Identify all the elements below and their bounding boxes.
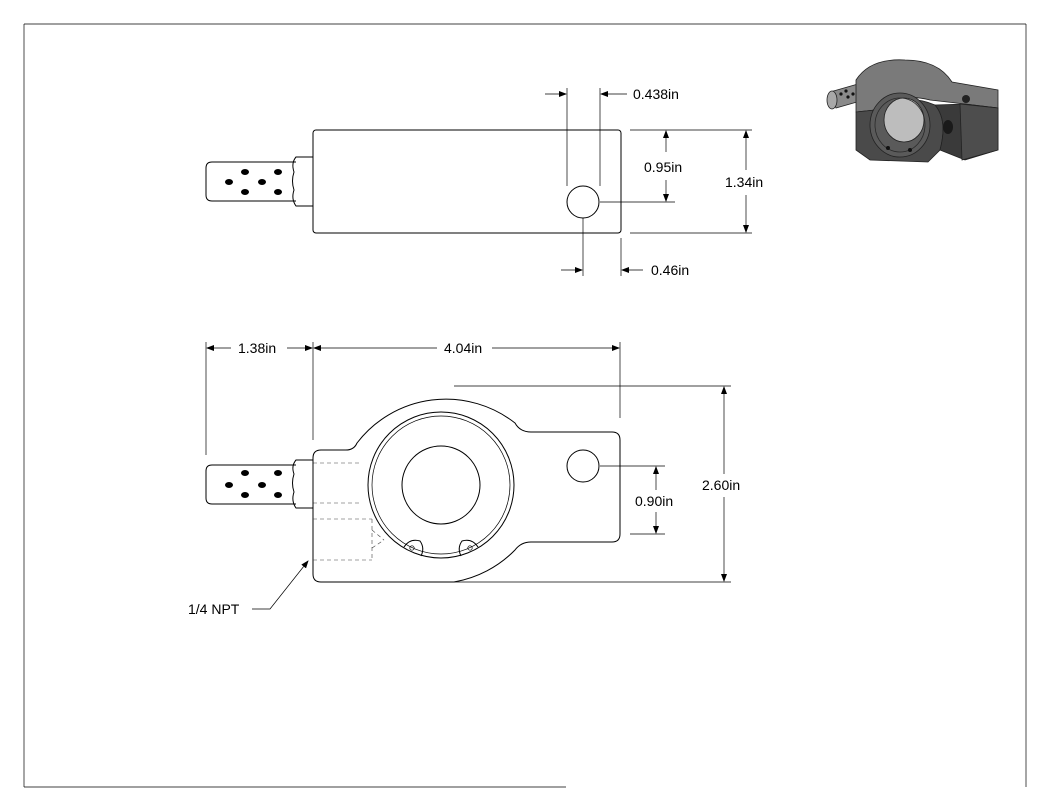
front-bore-outer xyxy=(367,411,515,559)
front-fitting xyxy=(205,464,296,505)
top-fitting-holes xyxy=(225,169,282,195)
dim-label-046: 0.46in xyxy=(651,262,689,278)
dim-label-095: 0.95in xyxy=(644,159,682,175)
dim-label-260: 2.60in xyxy=(702,477,740,493)
front-bore-center xyxy=(401,445,481,525)
dim-404: 4.04in xyxy=(313,340,621,418)
dim-046: 0.46in xyxy=(561,218,689,278)
top-body-outline xyxy=(312,129,622,234)
dim-0438: 0.438in xyxy=(545,86,679,186)
npt-callout-label: 1/4 NPT xyxy=(188,601,240,617)
hidden-port-lines xyxy=(313,462,385,561)
top-hex-nut xyxy=(292,156,314,207)
dim-label-134: 1.34in xyxy=(725,174,763,190)
npt-callout: 1/4 NPT xyxy=(188,560,309,617)
dim-label-090: 0.90in xyxy=(635,493,673,509)
top-mounting-hole xyxy=(566,185,600,219)
front-hex-nut xyxy=(292,459,314,509)
isometric-part-view xyxy=(826,59,999,163)
sheet-border xyxy=(23,23,1027,788)
front-bore-inner xyxy=(371,415,511,555)
retaining-ring-ears xyxy=(403,539,479,557)
dim-090: 0.90in xyxy=(600,465,673,535)
front-body-outline xyxy=(312,398,621,583)
front-mounting-hole xyxy=(566,449,600,483)
dim-label-404: 4.04in xyxy=(444,340,482,356)
dim-095: 0.95in xyxy=(600,129,682,203)
dim-label-0438: 0.438in xyxy=(633,86,679,102)
top-fitting xyxy=(205,161,296,202)
front-view: 1.38in 4.04in 0.90in 2.60in 1/4 NP xyxy=(188,340,740,617)
top-view: 0.438in 0.95in 1.34in 0.46in xyxy=(205,86,763,278)
dim-134: 1.34in xyxy=(630,129,763,234)
front-fitting-holes xyxy=(225,470,282,498)
dim-138: 1.38in xyxy=(205,340,314,455)
dim-260: 2.60in xyxy=(454,385,740,583)
dim-label-138: 1.38in xyxy=(238,340,276,356)
